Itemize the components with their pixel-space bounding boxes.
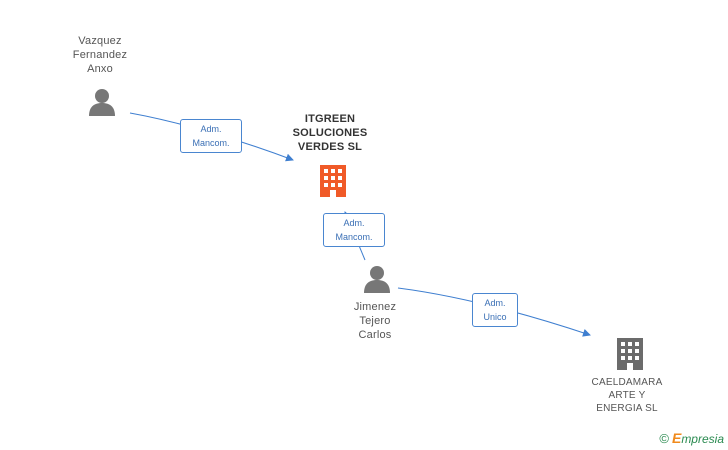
label-line: CAELDAMARA	[591, 377, 663, 388]
badge-line: Unico	[483, 312, 507, 322]
brand-initial: E	[671, 430, 682, 446]
badge-line: Mancom.	[335, 232, 373, 242]
person-icon[interactable]	[362, 265, 392, 293]
relation-badge[interactable]: Adm. Mancom.	[180, 119, 242, 153]
label-line: ITGREEN	[304, 113, 356, 125]
label-line: ARTE Y	[608, 390, 646, 401]
company-caeldamara-label[interactable]: CAELDAMARA ARTE Y ENERGIA SL	[572, 376, 682, 415]
person-icon[interactable]	[87, 88, 117, 116]
relation-badge[interactable]: Adm. Unico	[472, 293, 518, 327]
badge-line: Mancom.	[192, 138, 230, 148]
copyright-icon: ©	[659, 431, 669, 446]
building-icon[interactable]	[317, 163, 349, 197]
label-line: Jimenez	[353, 301, 397, 313]
relation-badge[interactable]: Adm. Mancom.	[323, 213, 385, 247]
label-line: Vazquez	[78, 35, 122, 47]
building-icon[interactable]	[614, 336, 646, 370]
brand-name: mpresia	[681, 432, 724, 446]
badge-line: Adm.	[200, 124, 222, 134]
badge-line: Adm.	[343, 218, 365, 228]
label-line: Tejero	[359, 315, 391, 327]
label-line: ENERGIA SL	[596, 403, 658, 414]
label-line: SOLUCIONES	[292, 127, 368, 139]
label-line: Anxo	[87, 63, 113, 75]
label-line: VERDES SL	[297, 141, 363, 153]
person-jimenez-label[interactable]: Jimenez Tejero Carlos	[325, 300, 425, 342]
person-vazquez-label[interactable]: Vazquez Fernandez Anxo	[50, 34, 150, 76]
badge-line: Adm.	[484, 298, 506, 308]
company-itgreen-label[interactable]: ITGREEN SOLUCIONES VERDES SL	[275, 112, 385, 154]
label-line: Carlos	[358, 329, 392, 341]
empresia-brand[interactable]: ©Empresia	[659, 430, 724, 446]
label-line: Fernandez	[72, 49, 128, 61]
